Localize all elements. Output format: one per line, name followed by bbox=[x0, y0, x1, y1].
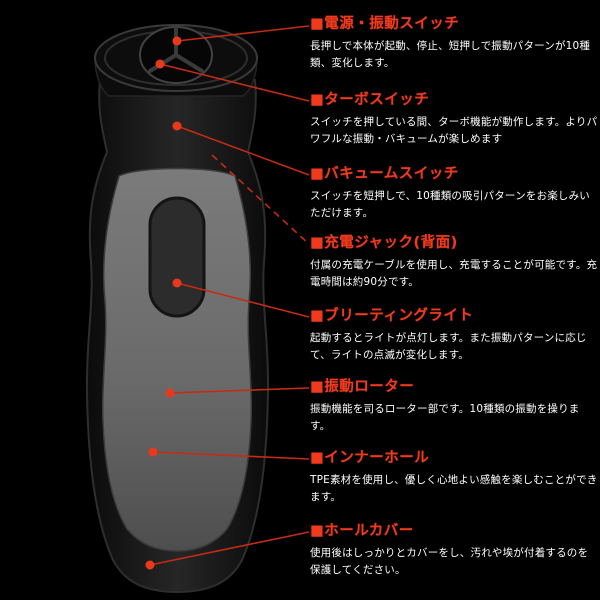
dot-vacuum-switch bbox=[172, 121, 182, 131]
callout-description: 使用後はしっかりとカバーをし、汚れや埃が付着するのを保護してください。 bbox=[310, 547, 589, 576]
callout-title: ■ブリーティングライト bbox=[310, 308, 474, 324]
callout-description: スイッチを短押しで、10種類の吸引パターンをお楽しみいただけます。 bbox=[310, 190, 590, 219]
callout-breathing-light: ■ブリーティングライト 起動するとライトが点灯します。また振動パターンに応じて、… bbox=[310, 308, 598, 363]
callout-title: ■振動ローター bbox=[310, 379, 415, 395]
leader-hole-cover bbox=[149, 531, 310, 566]
callout-title: ■ターボスイッチ bbox=[310, 92, 430, 108]
callout-charge-jack: ■充電ジャック(背面) 付属の充電ケーブルを使用し、充電することが可能です。充電… bbox=[310, 235, 598, 290]
callout-vibration-rotor: ■振動ローター 振動機能を司るローター部です。10種類の振動を操ります。 bbox=[310, 379, 598, 434]
callout-vacuum-switch: ■バキュームスイッチ スイッチを短押しで、10種類の吸引パターンをお楽しみいただ… bbox=[310, 166, 598, 221]
callout-title: ■バキュームスイッチ bbox=[310, 166, 459, 182]
callout-description: 長押しで本体が起動、停止、短押しで振動パターンが10種類、変化します。 bbox=[310, 40, 591, 69]
dot-hole-cover bbox=[145, 560, 155, 570]
dot-inner-hole bbox=[148, 447, 158, 457]
callout-description: TPE素材を使用し、優しく心地よい感触を楽しむことができます。 bbox=[310, 474, 598, 503]
leader-vibration-rotor bbox=[169, 387, 310, 394]
dot-breathing-light bbox=[172, 278, 182, 288]
leader-breathing-light bbox=[176, 282, 310, 318]
callout-inner-hole: ■インナーホール TPE素材を使用し、優しく心地よい感触を楽しむことができます。 bbox=[310, 450, 598, 505]
callout-title: ■充電ジャック(背面) bbox=[310, 235, 458, 251]
device-light-window bbox=[148, 196, 206, 318]
callout-hole-cover: ■ホールカバー 使用後はしっかりとカバーをし、汚れや埃が付着するのを保護してくだ… bbox=[310, 523, 598, 578]
callout-power-vibration-switch: ■電源・振動スイッチ 長押しで本体が起動、停止、短押しで振動パターンが10種類、… bbox=[310, 16, 598, 71]
leader-inner-hole bbox=[152, 451, 310, 460]
dot-power-switch bbox=[172, 36, 182, 46]
callout-description: 振動機能を司るローター部です。10種類の振動を操ります。 bbox=[310, 403, 580, 432]
callout-title: ■インナーホール bbox=[310, 450, 430, 466]
callout-title: ■ホールカバー bbox=[310, 523, 414, 539]
leader-power-switch bbox=[176, 25, 310, 42]
leader-lines bbox=[149, 25, 310, 566]
callout-description: 起動するとライトが点灯します。また振動パターンに応じて、ライトの点滅が変化します… bbox=[310, 332, 587, 361]
leader-charge-jack-dashed bbox=[211, 154, 310, 245]
callout-turbo-switch: ■ターボスイッチ スイッチを押している間、ターボ機能が動作します。よりパワフルな… bbox=[310, 92, 598, 147]
leader-vacuum-switch bbox=[176, 125, 310, 176]
callout-description: 付属の充電ケーブルを使用し、充電することが可能です。充電時間は約90分です。 bbox=[310, 259, 598, 288]
dot-vibration-rotor bbox=[165, 388, 175, 398]
callout-description: スイッチを押している間、ターボ機能が動作します。よりパワフルな振動・バキュームが… bbox=[310, 116, 598, 145]
leader-turbo-switch bbox=[159, 63, 310, 102]
marker-dots bbox=[145, 36, 182, 570]
callout-title: ■電源・振動スイッチ bbox=[310, 16, 460, 32]
dot-turbo-switch bbox=[155, 59, 165, 69]
